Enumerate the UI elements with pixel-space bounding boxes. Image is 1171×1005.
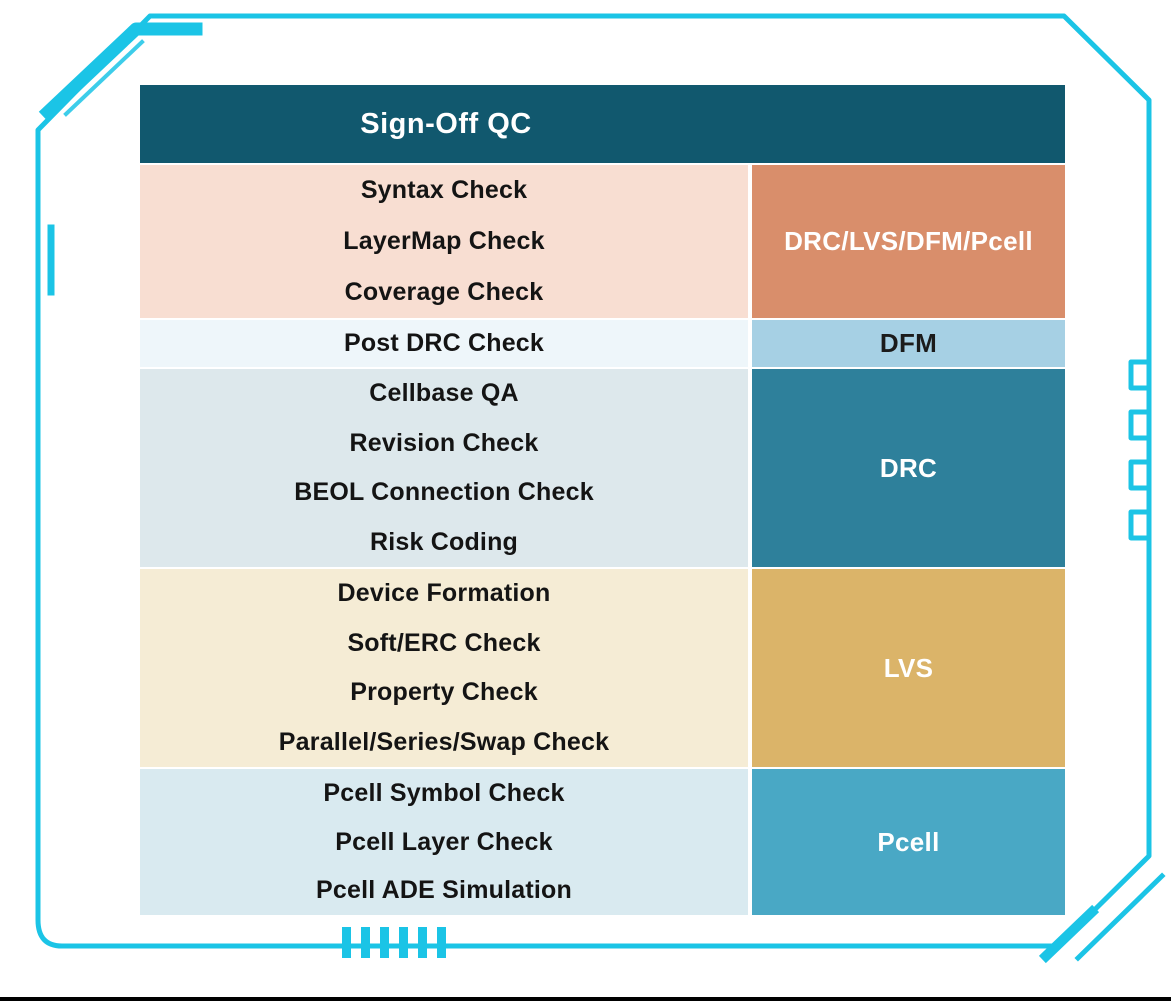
frame-bottom-right-accent (1038, 904, 1100, 964)
check-item: Pcell Layer Check (335, 827, 553, 856)
category-label: DFM (879, 328, 938, 358)
check-item: Parallel/Series/Swap Check (278, 727, 610, 756)
check-item: Syntax Check (360, 176, 528, 204)
check-item: Property Check (350, 678, 538, 707)
group-row-drc: Cellbase QA Revision Check BEOL Connecti… (140, 369, 1065, 567)
check-list: Cellbase QA Revision Check BEOL Connecti… (140, 369, 748, 567)
table-header: Sign-Off QC (140, 85, 1065, 163)
check-list: Syntax Check LayerMap Check Coverage Che… (140, 165, 748, 318)
table-title: Sign-Off QC (360, 107, 532, 140)
group-row-lvs: Device Formation Soft/ERC Check Property… (140, 569, 1065, 767)
frame-bottom-right-diagonal (1074, 872, 1166, 962)
check-item: LayerMap Check (343, 227, 545, 255)
frame-outline (35, 13, 1152, 949)
check-list: Device Formation Soft/ERC Check Property… (140, 569, 748, 767)
frame-top-left-inner-diagonal (63, 39, 145, 117)
category-label: DRC/LVS/DFM/Pcell (784, 226, 1033, 256)
group-row-pcell: Pcell Symbol Check Pcell Layer Check Pce… (140, 769, 1065, 915)
check-item: Revision Check (349, 428, 539, 457)
check-item: Pcell ADE Simulation (316, 876, 572, 905)
check-item: Coverage Check (344, 278, 544, 306)
frame-right-steps (1128, 359, 1152, 541)
bottom-divider (0, 997, 1171, 1001)
category-label: LVS (883, 652, 934, 683)
group-row-drc-lvs-dfm-pcell: Syntax Check LayerMap Check Coverage Che… (140, 165, 1065, 318)
category-cell: DRC/LVS/DFM/Pcell (752, 165, 1065, 318)
check-item: BEOL Connection Check (294, 478, 594, 507)
check-item: Cellbase QA (369, 379, 519, 408)
check-item: Soft/ERC Check (347, 628, 541, 657)
check-list: Pcell Symbol Check Pcell Layer Check Pce… (140, 769, 748, 915)
category-cell: LVS (752, 569, 1065, 767)
category-label: DRC (879, 452, 938, 483)
signoff-qc-table: Sign-Off QC Syntax Check LayerMap Check … (140, 85, 1065, 915)
check-item: Risk Coding (369, 527, 519, 556)
category-label: Pcell (877, 826, 940, 857)
category-cell: DFM (752, 320, 1065, 367)
category-cell: DRC (752, 369, 1065, 567)
group-row-dfm: Post DRC Check DFM (140, 320, 1065, 367)
check-item: Post DRC Check (343, 329, 545, 357)
check-item: Pcell Symbol Check (323, 778, 565, 807)
frame-top-left-accent (38, 22, 203, 122)
check-item: Device Formation (337, 579, 551, 608)
check-list: Post DRC Check (140, 320, 748, 367)
category-cell: Pcell (752, 769, 1065, 915)
frame-tick-marks (342, 927, 446, 958)
